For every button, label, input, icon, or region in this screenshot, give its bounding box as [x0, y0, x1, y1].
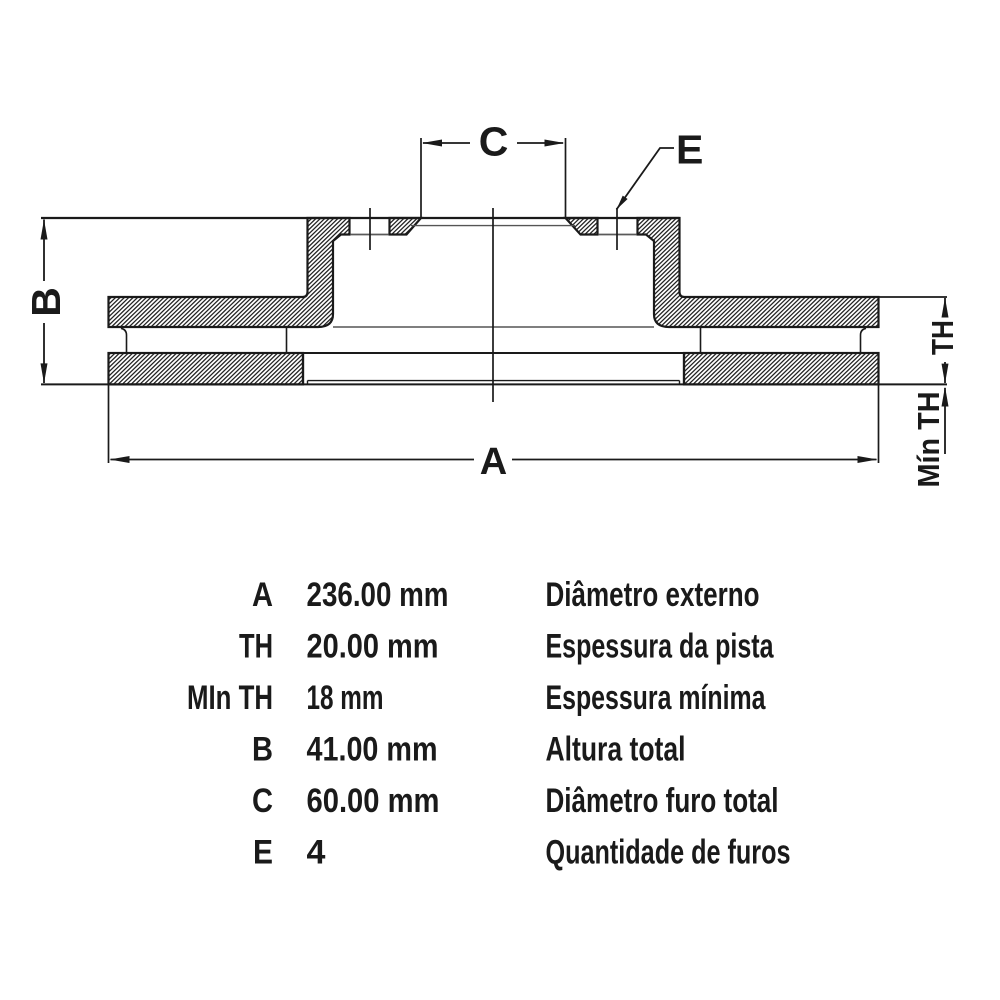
- svg-text:Mín TH: Mín TH: [911, 392, 946, 488]
- svg-text:41.00 mm: 41.00 mm: [307, 731, 438, 769]
- svg-text:B: B: [252, 731, 273, 769]
- svg-text:4: 4: [307, 834, 326, 872]
- svg-text:Espessura mínima: Espessura mínima: [546, 679, 767, 717]
- svg-text:Diâmetro furo total: Diâmetro furo total: [546, 782, 779, 820]
- svg-text:18 mm: 18 mm: [307, 679, 384, 717]
- svg-text:A: A: [480, 441, 507, 483]
- svg-text:20.00 mm: 20.00 mm: [307, 628, 439, 666]
- svg-text:E: E: [676, 127, 703, 173]
- svg-text:60.00 mm: 60.00 mm: [307, 782, 440, 820]
- svg-text:B: B: [23, 287, 69, 317]
- svg-text:Altura total: Altura total: [546, 731, 686, 769]
- svg-text:236.00 mm: 236.00 mm: [307, 576, 449, 614]
- svg-text:A: A: [252, 576, 273, 614]
- svg-text:C: C: [479, 119, 509, 165]
- svg-text:E: E: [253, 834, 273, 872]
- svg-text:C: C: [252, 782, 273, 820]
- svg-text:Quantidade de furos: Quantidade de furos: [546, 834, 791, 872]
- svg-text:MIn TH: MIn TH: [187, 679, 273, 717]
- svg-text:TH: TH: [239, 628, 273, 666]
- svg-text:TH: TH: [925, 320, 960, 355]
- svg-text:Espessura da pista: Espessura da pista: [546, 628, 775, 666]
- svg-text:Diâmetro externo: Diâmetro externo: [546, 576, 760, 614]
